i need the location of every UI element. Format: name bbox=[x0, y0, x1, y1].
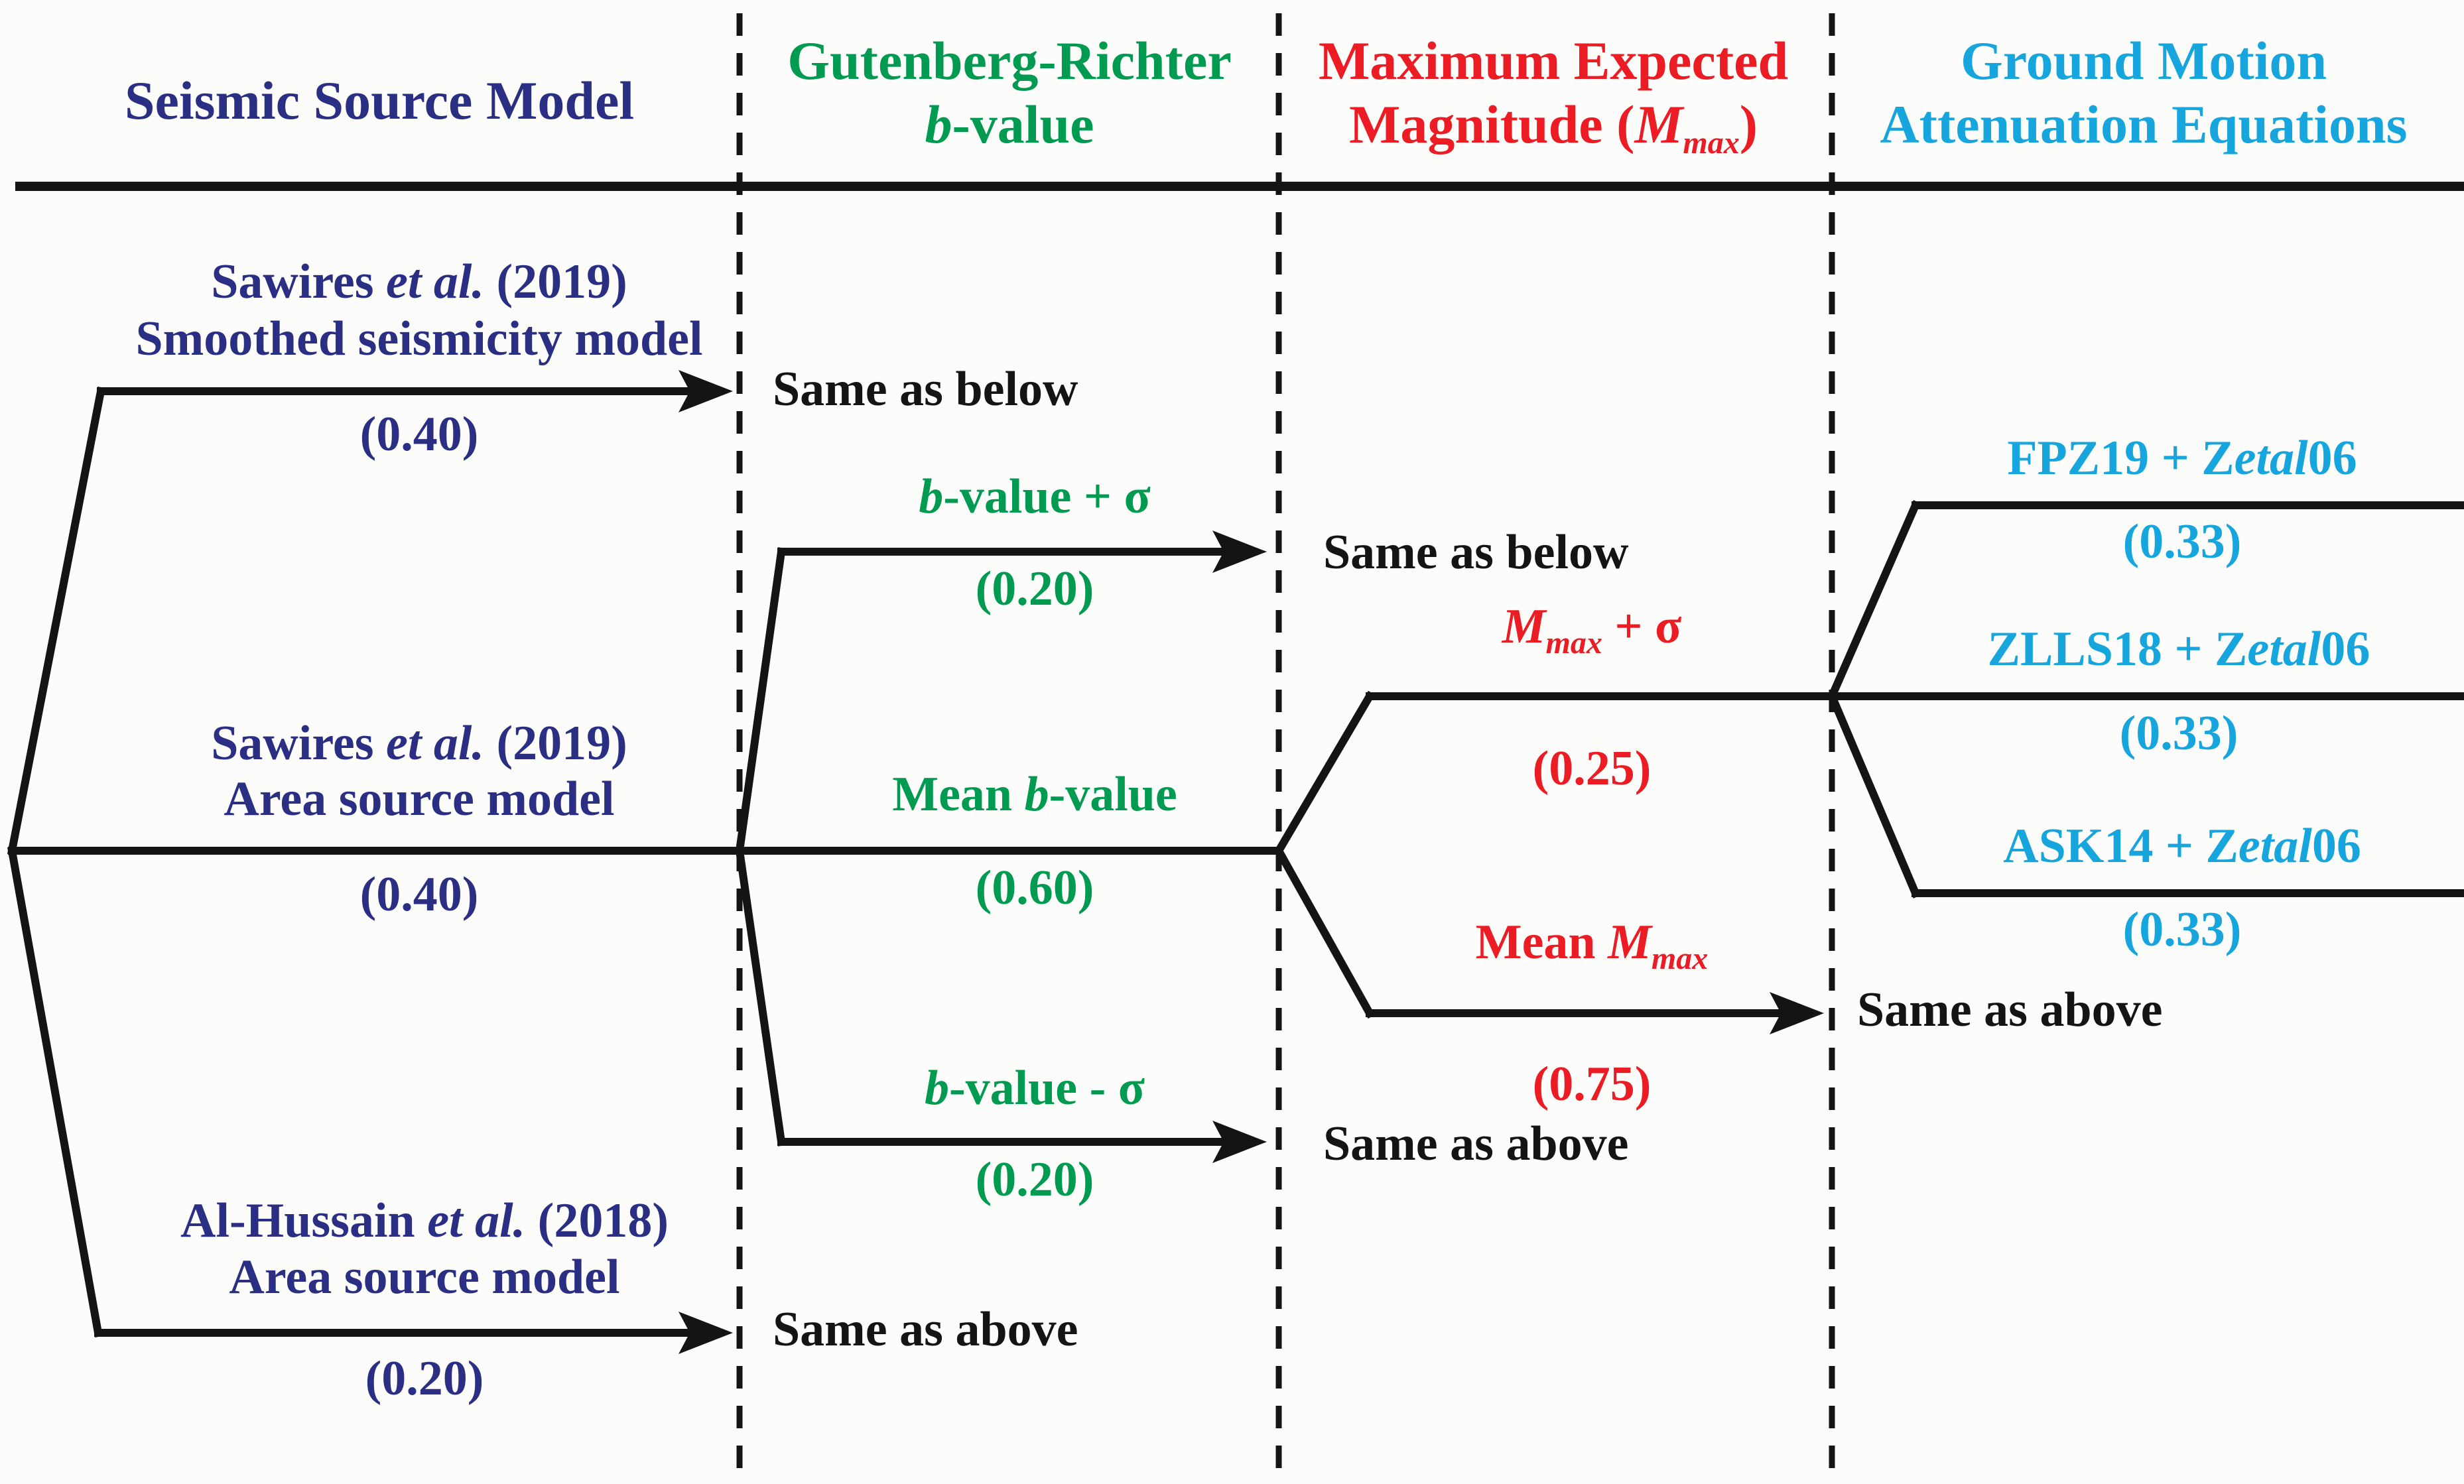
smoothed-model-name: Sawires et al. (2019) bbox=[211, 255, 627, 309]
smoothed-model-weight: (0.40) bbox=[360, 407, 479, 462]
note-mmax-same-as-above: Same as above bbox=[1323, 1117, 1628, 1171]
smoothed-model-desc: Smoothed seismicity model bbox=[135, 312, 702, 366]
alhussain-model-name: Al-Hussain et al. (2018) bbox=[180, 1194, 669, 1248]
note-bvalue-same-as-above: Same as above bbox=[773, 1302, 1078, 1357]
mean-bvalue-weight: (0.60) bbox=[976, 861, 1094, 915]
ask14-weight: (0.33) bbox=[2123, 902, 2242, 957]
note-gmpe-same-as-above: Same as above bbox=[1857, 983, 2162, 1037]
mean-mmax-weight: (0.75) bbox=[1533, 1057, 1652, 1111]
ask14-label: ASK14 + Zetal06 bbox=[2003, 819, 2361, 873]
bvalue-minus-sigma-weight: (0.20) bbox=[976, 1152, 1094, 1207]
header-mmax-line1: Maximum Expected bbox=[1319, 31, 1788, 91]
tree-lines bbox=[7, 182, 2464, 1337]
mmax-plus-sigma-label: Mmax + σ bbox=[1502, 599, 1682, 660]
header-ground-motion: Ground Motion Attenuation Equations bbox=[1880, 31, 2407, 155]
header-seismic-source-model: Seismic Source Model bbox=[125, 70, 634, 131]
fpz19-label: FPZ19 + Zetal06 bbox=[2007, 431, 2357, 485]
source-model-column: Sawires et al. (2019) Smoothed seismicit… bbox=[135, 255, 702, 1406]
header-mmax-line2: Magnitude (Mmax) bbox=[1349, 94, 1758, 160]
area-model-name: Sawires et al. (2019) bbox=[211, 716, 627, 771]
header-gmpe-line1: Ground Motion bbox=[1961, 31, 2327, 91]
arrowhead-alhussain bbox=[679, 1312, 733, 1354]
bvalue-minus-sigma-label: b-value - σ bbox=[925, 1061, 1145, 1115]
gmpe-lower-diagonal bbox=[1827, 691, 1921, 898]
note-bvalue-same-as-below: Same as below bbox=[773, 362, 1078, 416]
alhussain-model-desc: Area source model bbox=[229, 1250, 619, 1304]
header-gr-line1: Gutenberg-Richter bbox=[787, 31, 1232, 91]
arrowhead-bvalue-plus bbox=[1212, 530, 1267, 573]
header-row: Seismic Source Model Gutenberg-Richter b… bbox=[125, 31, 2408, 160]
mean-mmax-label: Mean Mmax bbox=[1476, 915, 1709, 976]
mmax-lower-diagonal bbox=[1273, 845, 1376, 1019]
area-model-desc: Area source model bbox=[224, 772, 614, 826]
arrowhead-smoothed bbox=[679, 370, 733, 412]
zlls18-label: ZLLS18 + Zetal06 bbox=[1988, 622, 2370, 676]
header-maximum-expected-magnitude: Maximum Expected Magnitude (Mmax) bbox=[1319, 31, 1788, 160]
note-mmax-same-as-below: Same as below bbox=[1323, 525, 1629, 580]
b-value-column: b-value + σ (0.20) Mean b-value (0.60) b… bbox=[892, 469, 1177, 1207]
mmax-column: Mmax + σ (0.25) Mean Mmax (0.75) bbox=[1476, 599, 1709, 1111]
header-gr-line2: b-value bbox=[925, 94, 1094, 155]
header-gutenberg-richter: Gutenberg-Richter b-value bbox=[787, 31, 1232, 155]
mmax-upper-diagonal bbox=[1273, 690, 1376, 857]
same-as-notes: Same as below Same as above Same as belo… bbox=[773, 362, 2162, 1357]
root-lower-diagonal bbox=[7, 846, 103, 1337]
gmpe-column: FPZ19 + Zetal06 (0.33) ZLLS18 + Zetal06 … bbox=[1988, 431, 2370, 957]
bvalue-lower-diagonal bbox=[735, 846, 786, 1146]
arrowhead-mean-mmax bbox=[1770, 992, 1824, 1034]
fpz19-weight: (0.33) bbox=[2123, 515, 2242, 569]
bvalue-upper-diagonal bbox=[735, 547, 786, 855]
root-upper-diagonal bbox=[7, 386, 106, 856]
gmpe-upper-diagonal bbox=[1827, 500, 1921, 702]
bvalue-plus-sigma-weight: (0.20) bbox=[976, 562, 1094, 616]
header-gmpe-line2: Attenuation Equations bbox=[1880, 94, 2407, 155]
zlls18-weight: (0.33) bbox=[2120, 706, 2238, 761]
arrowheads bbox=[679, 370, 1824, 1354]
mean-bvalue-label: Mean b-value bbox=[892, 767, 1177, 822]
alhussain-model-weight: (0.20) bbox=[365, 1351, 484, 1406]
area-model-weight: (0.40) bbox=[360, 867, 479, 922]
arrowhead-bvalue-minus bbox=[1212, 1121, 1267, 1163]
mmax-plus-sigma-weight: (0.25) bbox=[1533, 741, 1652, 796]
column-separators bbox=[736, 13, 1835, 1484]
bvalue-plus-sigma-label: b-value + σ bbox=[919, 469, 1151, 524]
